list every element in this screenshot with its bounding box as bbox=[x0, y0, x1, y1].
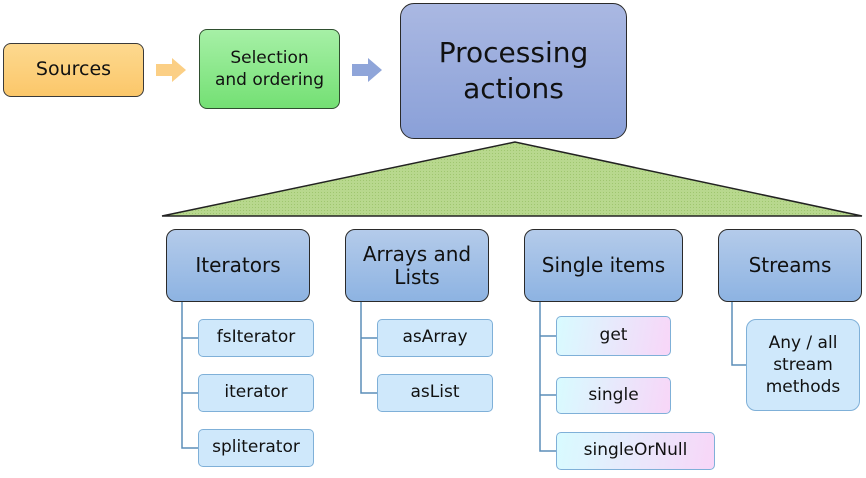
item-label: fsIterator bbox=[216, 327, 296, 348]
category-iterators: Iterators bbox=[166, 229, 310, 302]
item-label: asArray bbox=[402, 327, 468, 348]
arrow-sources-to-selection bbox=[156, 58, 186, 82]
item-label: iterator bbox=[224, 382, 288, 403]
item-spliterator: spliterator bbox=[198, 429, 314, 467]
item-fsiterator: fsIterator bbox=[198, 319, 314, 357]
item-single: single bbox=[556, 377, 671, 414]
processing-box: Processing actions bbox=[400, 3, 627, 139]
item-label: single bbox=[588, 384, 639, 405]
item-stream-methods: Any / all stream methods bbox=[746, 319, 860, 411]
selection-label: Selection and ordering bbox=[214, 47, 324, 90]
item-aslist: asList bbox=[377, 374, 493, 412]
selection-box: Selection and ordering bbox=[199, 29, 340, 109]
item-label: spliterator bbox=[212, 437, 300, 458]
category-streams: Streams bbox=[718, 229, 862, 302]
item-label: Any / all stream methods bbox=[765, 332, 841, 398]
sources-box: Sources bbox=[3, 43, 144, 97]
item-label: asList bbox=[410, 382, 460, 403]
streams-connector bbox=[731, 302, 746, 366]
single-connector bbox=[539, 302, 556, 452]
arrow-selection-to-processing bbox=[352, 58, 382, 82]
category-title: Iterators bbox=[195, 253, 281, 277]
hierarchy-triangle bbox=[161, 141, 863, 217]
item-singleornull: singleOrNull bbox=[556, 432, 715, 470]
category-title: Streams bbox=[748, 253, 832, 277]
item-asarray: asArray bbox=[377, 319, 493, 357]
category-title: Arrays and Lists bbox=[362, 241, 472, 289]
category-arrays-lists: Arrays and Lists bbox=[345, 229, 489, 302]
category-single-items: Single items bbox=[524, 229, 683, 302]
item-get: get bbox=[556, 316, 671, 356]
item-label: singleOrNull bbox=[583, 440, 688, 461]
category-title: Single items bbox=[541, 253, 666, 277]
item-label: get bbox=[599, 325, 628, 346]
sources-label: Sources bbox=[35, 58, 112, 81]
iterators-connector bbox=[181, 302, 198, 449]
arrays-connector bbox=[360, 302, 377, 394]
item-iterator: iterator bbox=[198, 374, 314, 412]
processing-label: Processing actions bbox=[438, 35, 589, 105]
